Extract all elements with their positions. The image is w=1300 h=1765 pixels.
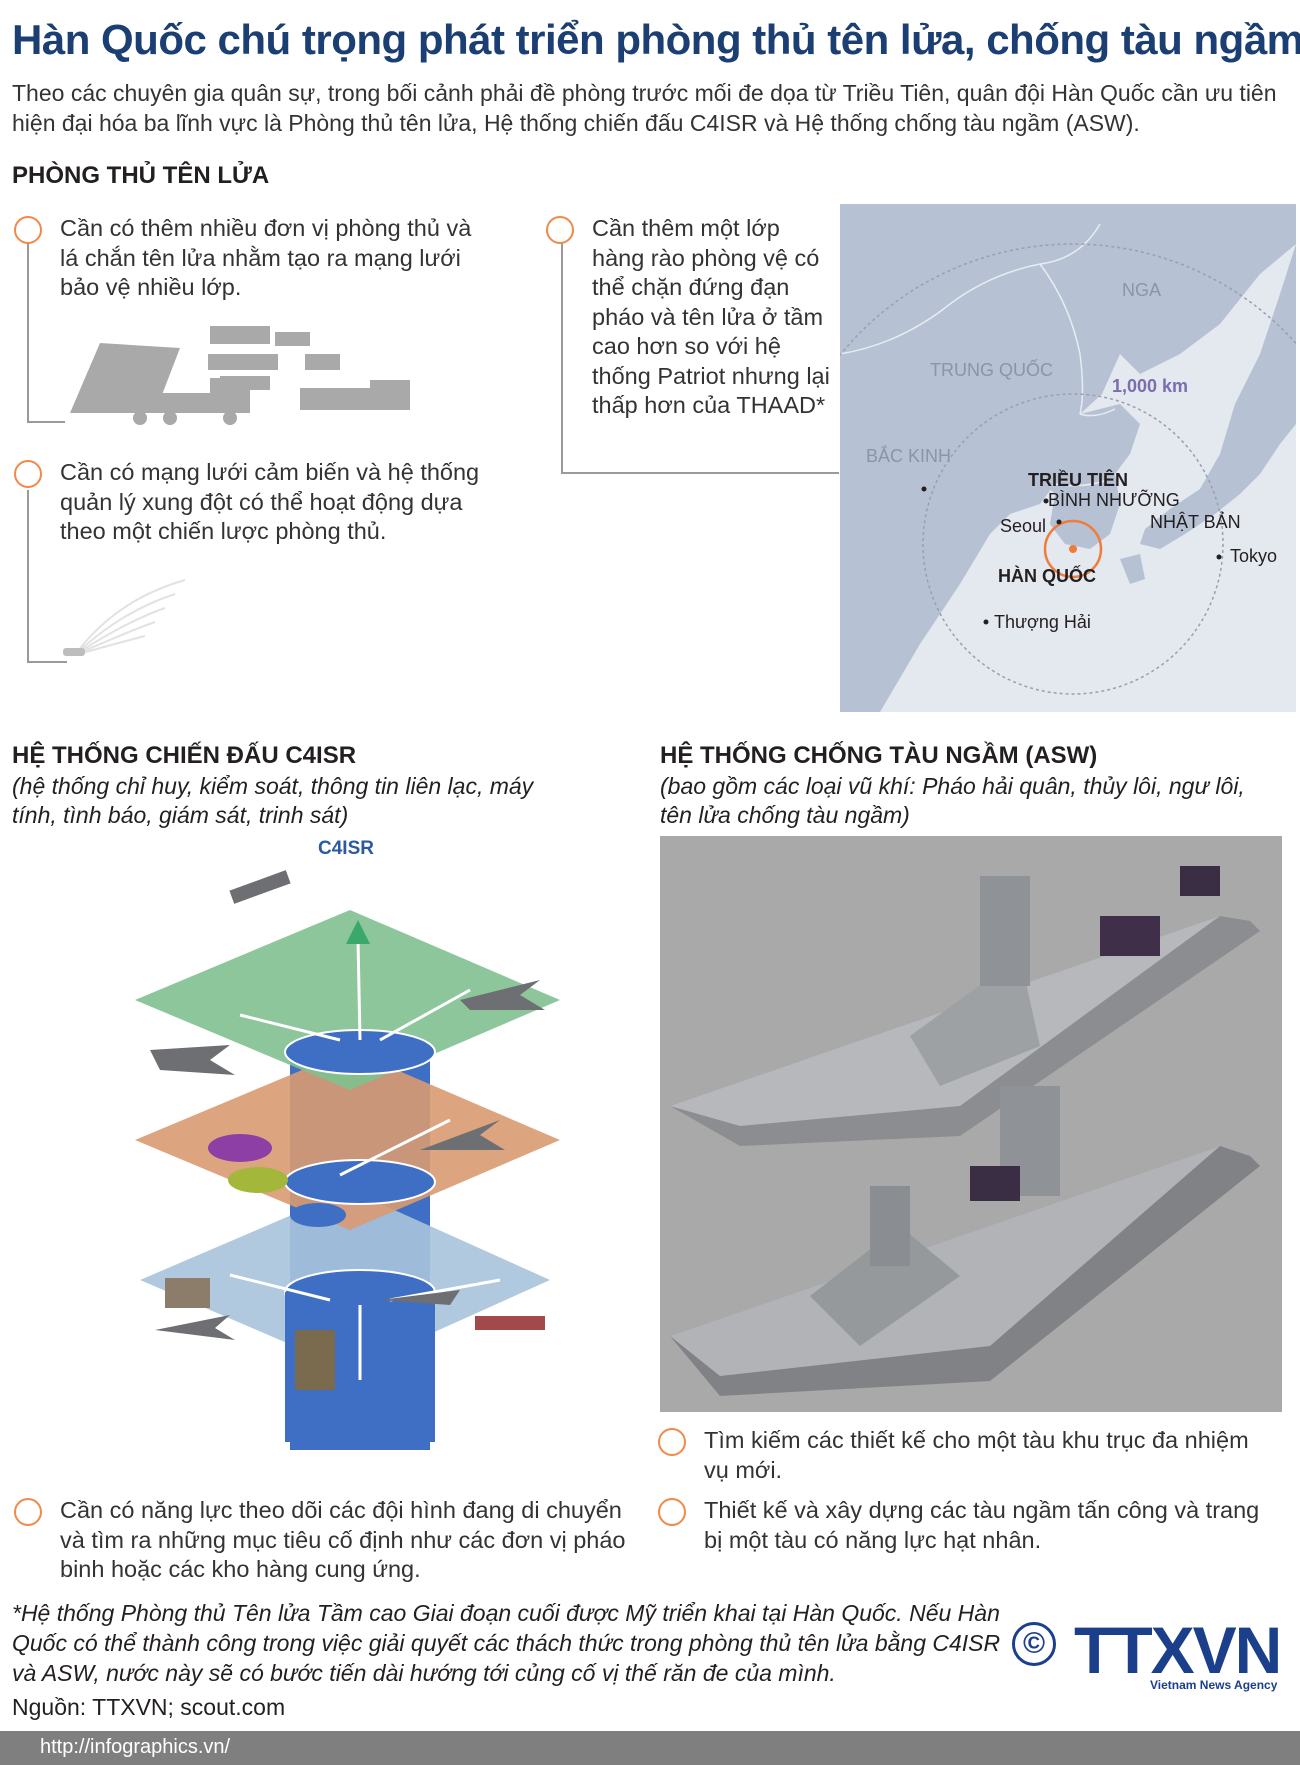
c4isr-diagram — [135, 870, 560, 1450]
bullet-circle-icon — [546, 216, 574, 244]
map-label-range: 1,000 km — [1112, 376, 1189, 396]
asw-bullet-1: Tìm kiếm các thiết kế cho một tàu khu tr… — [658, 1426, 1278, 1485]
map-label-tokyo: Tokyo — [1230, 546, 1278, 566]
timeline-line — [27, 232, 29, 422]
bullet-circle-icon — [14, 1498, 42, 1526]
missile-bullet-3: Cần thêm một lớp hàng rào phòng vệ có th… — [546, 214, 836, 421]
c4isr-heading: HỆ THỐNG CHIẾN ĐẤU C4ISR — [12, 742, 357, 769]
footnote: *Hệ thống Phòng thủ Tên lửa Tầm cao Giai… — [12, 1600, 1001, 1686]
c4isr-diagram-label: C4ISR — [318, 838, 374, 859]
agency-logo: TTXVN — [1074, 1613, 1282, 1687]
map-label-japan: NHẬT BẢN — [1150, 512, 1241, 532]
timeline-line — [561, 472, 839, 474]
map-label-beijing: BẮC KINH — [866, 446, 952, 466]
website-link[interactable]: http://infographics.vn/ — [40, 1736, 231, 1758]
ship-illustration — [660, 836, 1282, 1412]
map-label-china: TRUNG QUỐC — [930, 360, 1053, 380]
map-label-seoul: Seoul — [1000, 516, 1047, 536]
asw-subtitle: (bao gồm các loại vũ khí: Pháo hải quân,… — [660, 773, 1245, 828]
page-title: Hàn Quốc chú trọng phát triển phòng thủ … — [12, 16, 1300, 63]
timeline-line — [27, 490, 29, 662]
source-text: Nguồn: TTXVN; scout.com — [12, 1694, 286, 1720]
missile-bullet-2: Cần có mạng lưới cảm biến và hệ thống qu… — [14, 458, 494, 547]
bullet-circle-icon — [14, 216, 42, 244]
region-map — [840, 204, 1296, 712]
intro-text: Theo các chuyên gia quân sự, trong bối c… — [12, 80, 1277, 136]
copyright-icon: © — [1012, 1622, 1056, 1666]
asw-heading: HỆ THỐNG CHỐNG TÀU NGẦM (ASW) — [660, 742, 1098, 769]
bullet-circle-icon — [14, 460, 42, 488]
timeline-line — [27, 661, 67, 663]
agency-tagline: Vietnam News Agency — [1150, 1678, 1278, 1692]
map-label-shanghai: Thượng Hải — [994, 612, 1091, 632]
c4isr-bullet: Cần có năng lực theo dõi các đội hình đa… — [14, 1496, 634, 1585]
bullet-circle-icon — [658, 1498, 686, 1526]
missile-bullet-1: Cần có thêm nhiều đơn vị phòng thủ và lá… — [14, 214, 494, 303]
footer-bar: http://infographics.vn/ — [0, 1731, 1300, 1765]
missile-launcher-illustration — [70, 326, 410, 425]
timeline-line — [27, 421, 65, 423]
map-label-pyongyang: BÌNH NHƯỠNG — [1048, 490, 1180, 510]
timeline-line — [561, 240, 563, 472]
radar-waves-illustration — [63, 579, 186, 656]
map-label-russia: NGA — [1122, 280, 1162, 300]
bullet-circle-icon — [658, 1428, 686, 1456]
map-label-north-korea: TRIỀU TIÊN — [1028, 470, 1129, 490]
c4isr-subtitle: (hệ thống chỉ huy, kiểm soát, thông tin … — [12, 773, 534, 828]
missile-defense-heading: PHÒNG THỦ TÊN LỬA — [12, 162, 270, 189]
asw-bullet-2: Thiết kế và xây dựng các tàu ngầm tấn cô… — [658, 1496, 1278, 1555]
map-label-south-korea: HÀN QUỐC — [998, 566, 1096, 586]
